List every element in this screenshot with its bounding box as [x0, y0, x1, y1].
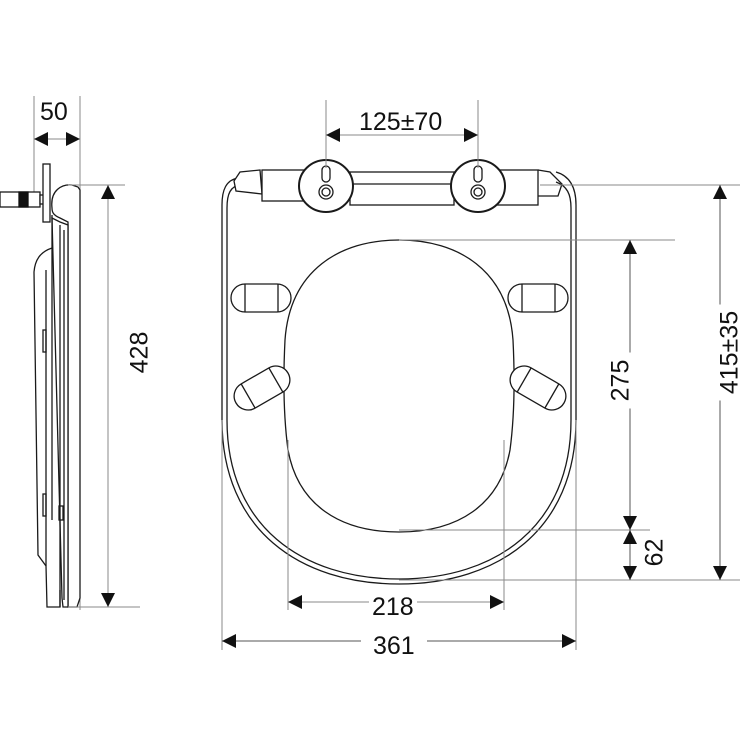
bumper-upper-right [507, 283, 569, 313]
inner-width-label: 218 [369, 595, 417, 620]
depth-dimension-label: 50 [40, 98, 68, 126]
outer-width-label: 361 [361, 634, 427, 659]
bumper-upper-left [230, 283, 292, 313]
height-dimension-label: 428 [125, 331, 154, 374]
inner-length-label: 275 [607, 352, 635, 409]
hinge-spacing-label: 125±70 [359, 108, 443, 136]
overall-length-label: 415±35 [716, 304, 744, 401]
front-rim-label: 62 [640, 538, 669, 567]
side-view [0, 96, 140, 610]
